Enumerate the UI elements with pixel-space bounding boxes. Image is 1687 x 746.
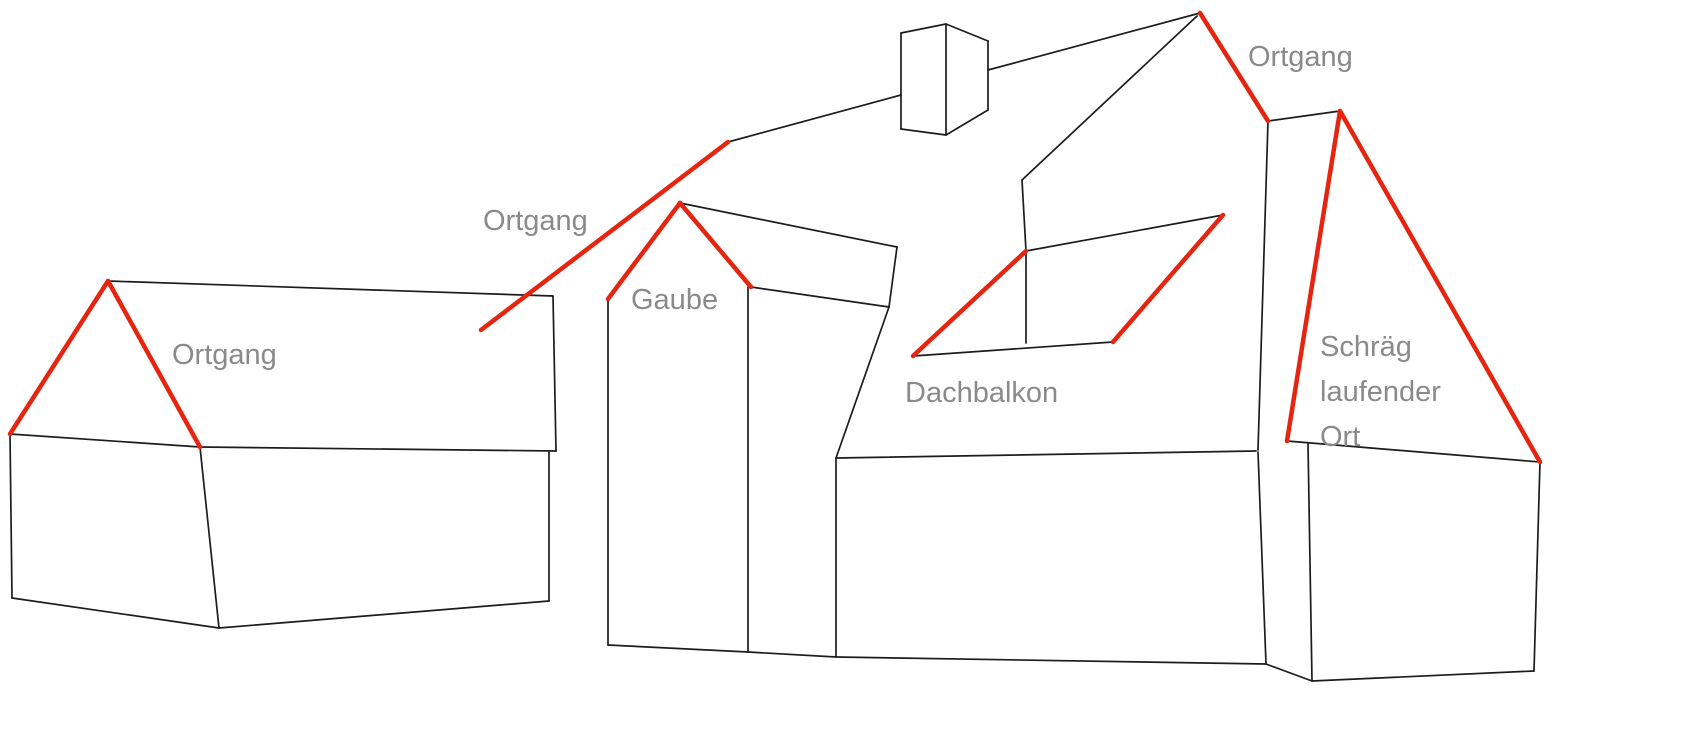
house-outline-line-2: [11, 597, 220, 629]
roof-edge-highlight-line-7: [1197, 10, 1271, 124]
dachbalkon-label: Dachbalkon: [905, 377, 1058, 409]
house-outline-line-3: [199, 446, 220, 629]
house-outline-line-8: [218, 600, 550, 629]
house-outline-line-29: [1257, 451, 1267, 665]
roof-edge-highlight-line-3: [605, 200, 683, 302]
schraeg-laufender-ort-label-line-1: laufender: [1320, 376, 1441, 408]
house-outline-line-36: [1257, 120, 1269, 451]
house-outline-line-4: [107, 280, 554, 297]
roof-edge-highlight-line-9: [1337, 108, 1543, 465]
house-outline-line-16: [900, 128, 947, 136]
gaube-label: Gaube: [631, 284, 718, 316]
house-outline-line-11: [900, 23, 947, 34]
house-outline-line-18: [679, 202, 898, 248]
roof-edge-highlight-line-1: [105, 278, 203, 450]
roof-edge-highlight-line-8: [1284, 108, 1343, 444]
roof-edge-highlight-line-2: [478, 139, 731, 333]
roof-edge-highlight-line-5: [910, 248, 1029, 359]
house-outline-line-41: [1533, 461, 1541, 672]
house-outline-line-38: [1307, 443, 1313, 682]
house-outline-line-23: [607, 644, 749, 653]
ortgang-top-right-label: Ortgang: [1248, 41, 1353, 73]
house-outline-line-0: [9, 433, 201, 448]
house-outline-line-5: [199, 446, 557, 452]
house-outline-line-30: [1025, 214, 1224, 252]
roof-edge-highlight-line-0: [7, 278, 111, 437]
house-outline-line-9: [727, 94, 902, 143]
ortgang-left-label: Ortgang: [172, 339, 277, 371]
house-outline-line-6: [552, 295, 557, 452]
house-outline-line-25: [835, 306, 890, 459]
house-outline-line-19: [750, 286, 890, 308]
house-outline-line-20: [888, 246, 898, 308]
house-outline-line-24: [747, 651, 837, 658]
schraeg-laufender-ort-label-line-2: Ort: [1320, 421, 1360, 453]
roof-edge-highlight-line-4: [677, 200, 754, 290]
roof-edge-highlight-line-6: [1110, 212, 1226, 345]
house-outline-line-26: [835, 450, 1257, 459]
house-outline-line-37: [1286, 440, 1541, 463]
house-outline-line-34: [1021, 179, 1027, 252]
house-outline-line-1: [9, 433, 13, 599]
house-outline-line-40: [1311, 670, 1535, 682]
house-outline-line-10: [987, 12, 1201, 71]
house-outline-line-12: [945, 23, 989, 42]
ortgang-middle-label: Ortgang: [483, 205, 588, 237]
house-outline-line-39: [1265, 663, 1313, 682]
house-outline-line-35: [1267, 110, 1341, 122]
schraeg-laufender-ort-label-line-0: Schräg: [1320, 331, 1412, 363]
house-outline-line-33: [1021, 15, 1198, 181]
house-outline-line-28: [835, 656, 1267, 665]
house-outline-line-17: [945, 109, 989, 136]
house-outline-line-31: [912, 341, 1114, 357]
